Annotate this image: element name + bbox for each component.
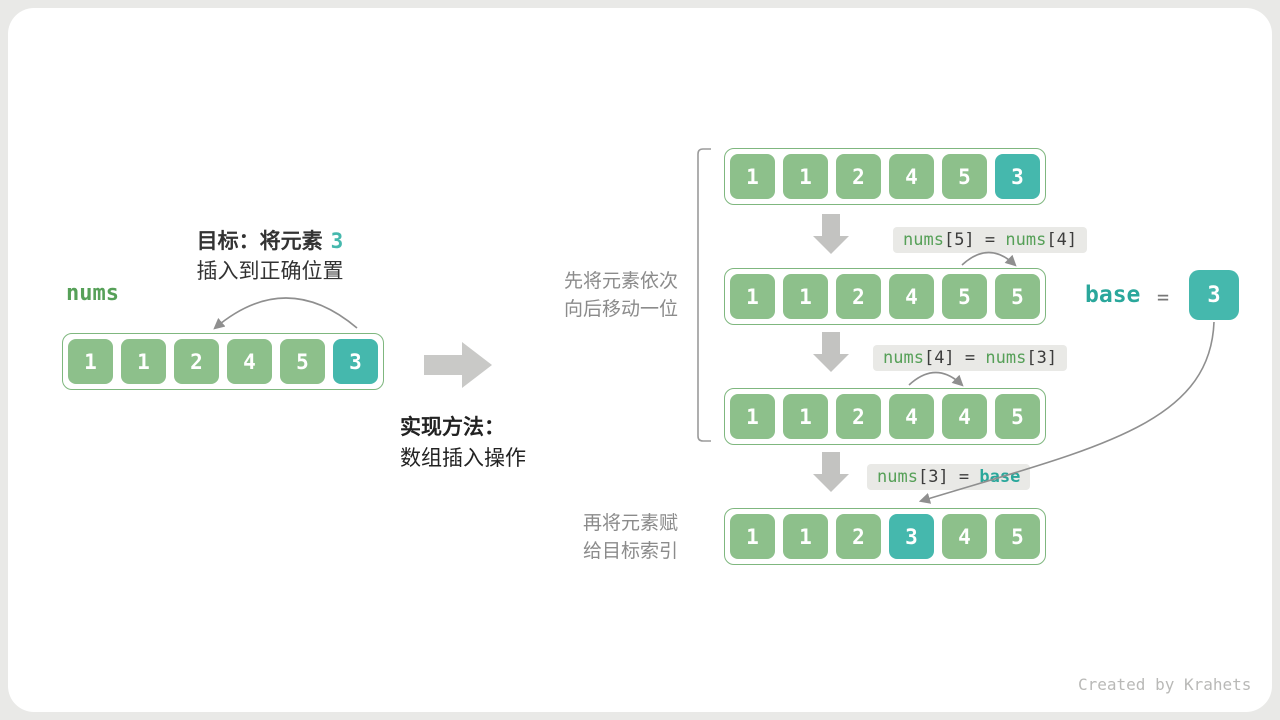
array-cell: 5 [942, 154, 987, 199]
array-cell: 2 [174, 339, 219, 384]
code-index: [3] [1026, 348, 1058, 368]
array-cell: 1 [730, 274, 775, 319]
code-fn: nums [883, 348, 924, 368]
array-cell: 4 [889, 274, 934, 319]
code-fn: nums [903, 230, 944, 250]
array-cell: 2 [836, 274, 881, 319]
array-cell: 1 [783, 514, 828, 559]
array-cell: 4 [889, 394, 934, 439]
method-text: 实现方法： 数组插入操作 [400, 412, 526, 474]
assign-note: 再将元素赋 给目标索引 [520, 510, 678, 566]
array-cell: 1 [730, 154, 775, 199]
code-index: [3] [917, 467, 949, 487]
code-equals: = [948, 467, 980, 487]
shift-note-line-1: 先将元素依次 [563, 271, 678, 292]
goal-text: 目标：将元素 3 插入到正确位置 [158, 226, 382, 287]
array-cell: 4 [942, 514, 987, 559]
array-cell: 5 [995, 394, 1040, 439]
array-cell: 3 [995, 154, 1040, 199]
code-fn: nums [1005, 230, 1047, 250]
code-equals: = [974, 230, 1006, 250]
code-index: [5] [943, 230, 975, 250]
assign-note-line-1: 再将元素赋 [582, 513, 678, 534]
code-index: [4] [923, 348, 955, 368]
shift-note-line-2: 向后移动一位 [563, 299, 678, 320]
watermark-credit: Created by Krahets [1078, 675, 1252, 694]
code-index: [4] [1046, 230, 1078, 250]
code-equals: = [954, 348, 986, 368]
goal-line-2: 插入到正确位置 [196, 260, 344, 283]
array-cell: 1 [730, 394, 775, 439]
array-cell: 3 [889, 514, 934, 559]
array-cell: 2 [836, 394, 881, 439]
method-line-2: 数组插入操作 [400, 447, 526, 470]
base-equals-sign: = [1157, 285, 1170, 309]
array-cell: 5 [942, 274, 987, 319]
goal-value: 3 [330, 229, 344, 253]
array-cell: 2 [836, 514, 881, 559]
shift-note: 先将元素依次 向后移动一位 [520, 268, 678, 324]
code-fn: nums [985, 348, 1027, 368]
array-cell: 1 [68, 339, 113, 384]
code-fn: nums [877, 467, 918, 487]
array-cell: 3 [333, 339, 378, 384]
nums-array-label: nums [66, 281, 119, 306]
array-cell: 4 [889, 154, 934, 199]
array-cell: 1 [730, 514, 775, 559]
method-line-1: 实现方法： [400, 416, 505, 439]
array-cell: 1 [783, 274, 828, 319]
array-cell: 4 [227, 339, 272, 384]
code-label-1: nums[5] = nums[4] [893, 227, 1088, 253]
array-cell: 2 [836, 154, 881, 199]
assign-note-line-2: 给目标索引 [582, 541, 678, 562]
array-cell: 5 [280, 339, 325, 384]
array-cell: 4 [942, 394, 987, 439]
array-cell: 1 [121, 339, 166, 384]
code-label-3: nums[3] = base [867, 464, 1031, 490]
base-value-box: 3 [1189, 270, 1239, 320]
base-variable-label: base [1085, 282, 1141, 308]
goal-line-1: 目标：将元素 3 [158, 226, 382, 257]
array-cell: 5 [995, 274, 1040, 319]
goal-prefix: 目标：将元素 [196, 230, 323, 253]
array-cell: 1 [783, 394, 828, 439]
array-cell: 5 [995, 514, 1040, 559]
code-label-2: nums[4] = nums[3] [873, 345, 1068, 371]
code-base-ref: base [979, 467, 1021, 487]
array-cell: 1 [783, 154, 828, 199]
